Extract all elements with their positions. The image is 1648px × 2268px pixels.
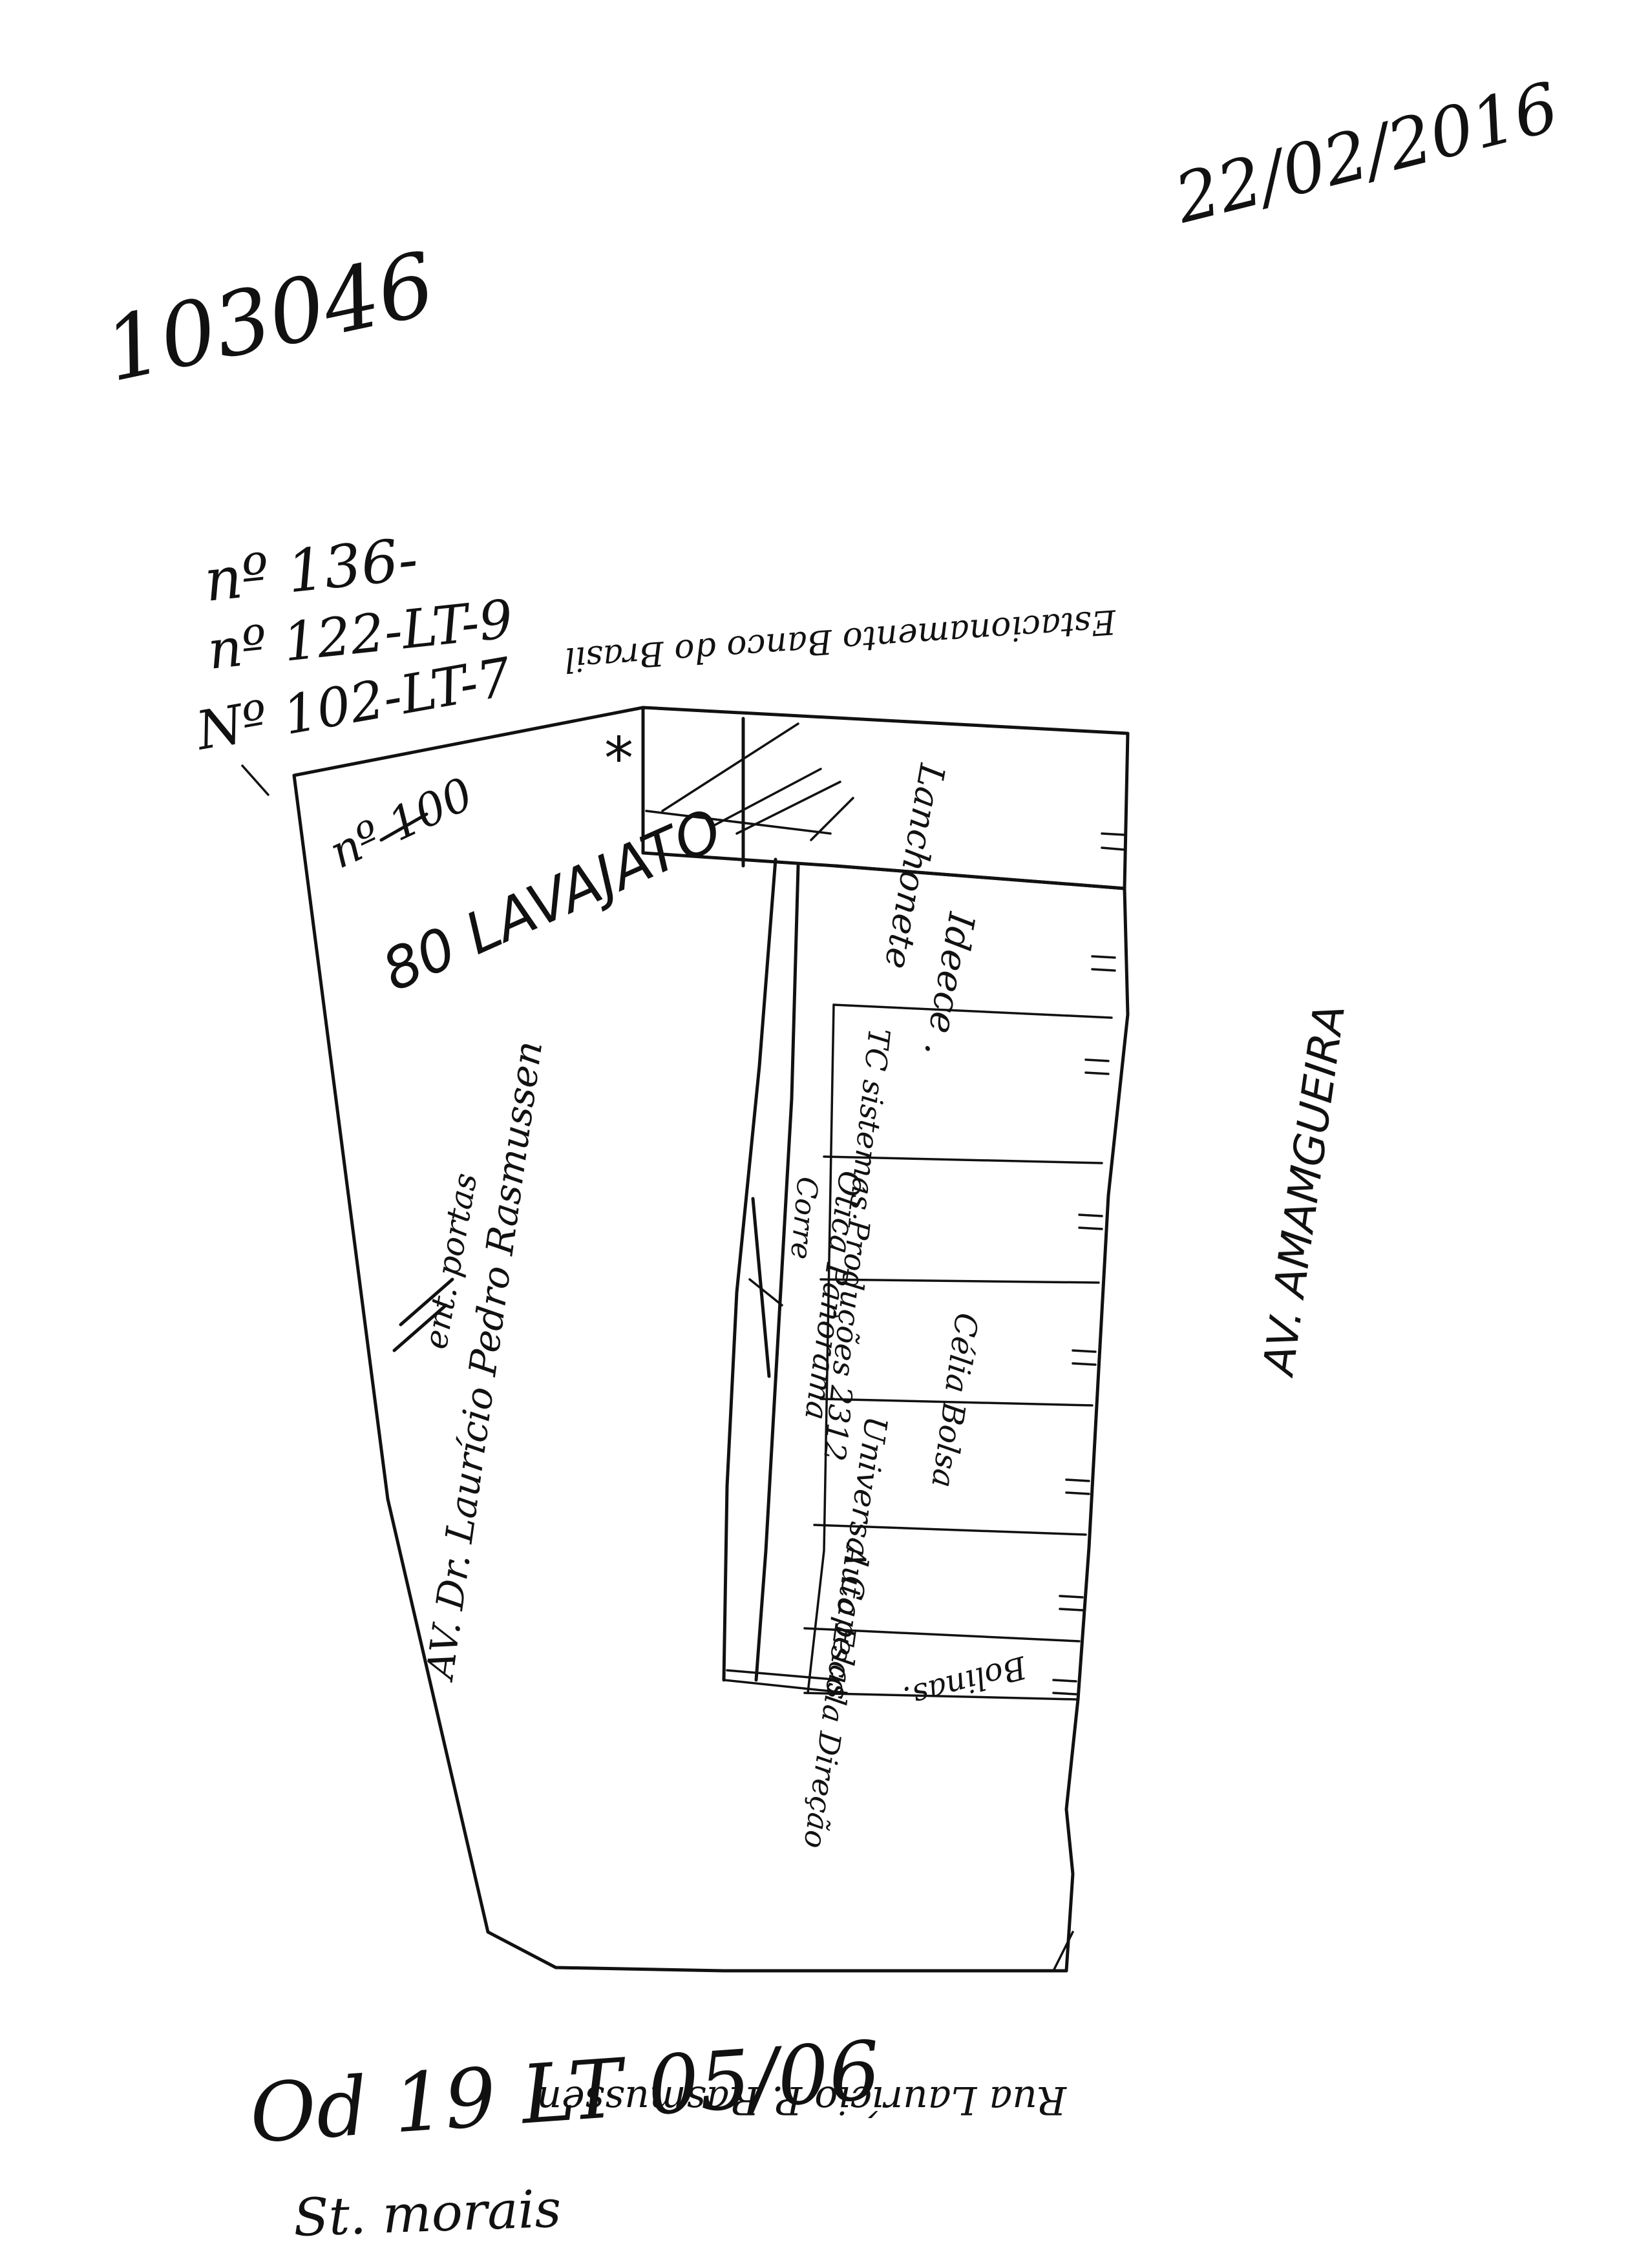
- shop-label-bolinas: Bolinas.: [900, 1648, 1031, 1716]
- shop-label-auto-escola: Auto Escola Direção: [797, 1541, 874, 1851]
- lot-outline: [292, 706, 1130, 1973]
- footer-code: Od 19 LT 05/06: [247, 2024, 883, 2161]
- crossed-lot-number: nº 100: [322, 767, 481, 879]
- asterisk-mark: *: [604, 725, 633, 793]
- street-right-label: AV. AMAMGUEIRA: [1253, 1002, 1355, 1380]
- street-left-label: AV. Dr. Laurício Pedro Rasmussen: [417, 1038, 551, 1685]
- lot-tick-marks: [1052, 832, 1126, 1696]
- shop-label-celia: Célia Bolsa: [924, 1310, 984, 1490]
- shop-block-outline: [641, 706, 1130, 890]
- reference-number: 103046: [96, 233, 443, 402]
- signature: St. morais: [292, 2179, 562, 2248]
- date-stamp: 22/02/2016: [1167, 67, 1567, 238]
- street-bottom-label: Rua Laurício P. Rasmussen: [536, 2077, 1067, 2123]
- corridor-label: Corre: [784, 1175, 824, 1261]
- shop-label-ideece: Ideece .: [916, 909, 982, 1060]
- street-top-label: Estacionamento Banco do Brasil: [563, 602, 1117, 679]
